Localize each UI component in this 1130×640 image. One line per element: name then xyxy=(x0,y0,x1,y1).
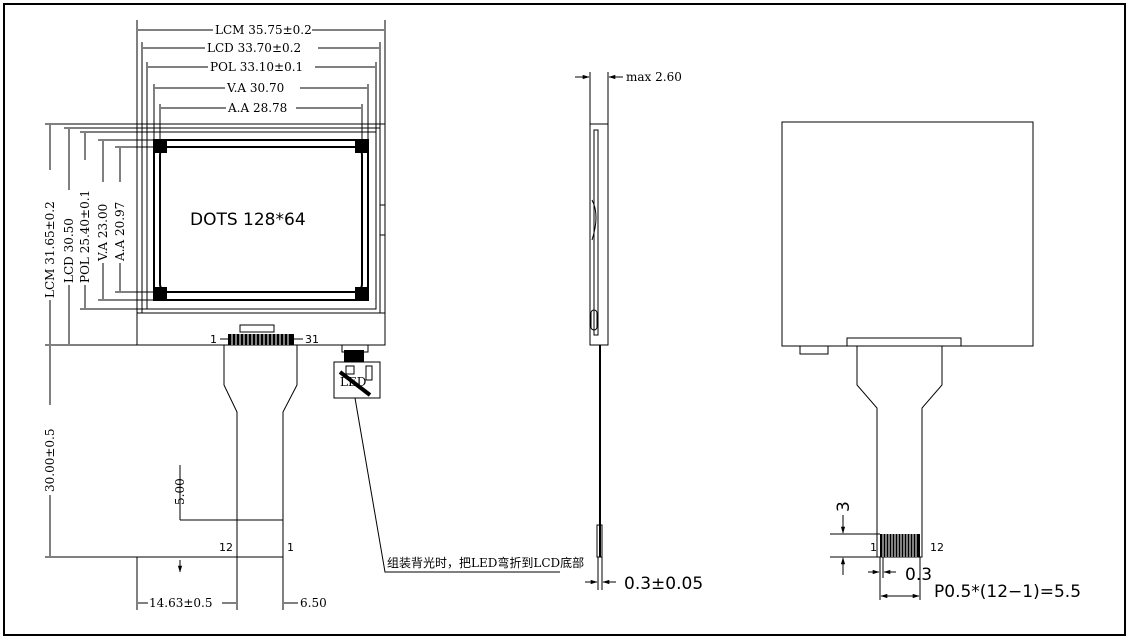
side-view: max 2.60 0.3±0.05 xyxy=(575,70,703,594)
dim-lcm-width: LCM 35.75±0.2 xyxy=(215,23,312,37)
pol-outline xyxy=(146,131,377,310)
dim-lcd-height: LCD 30.50 xyxy=(62,218,76,283)
corner-mark-tl xyxy=(155,141,167,153)
dim-fpc-width: 6.50 xyxy=(300,596,327,610)
dim-pol-width: POL 33.10±0.1 xyxy=(210,60,303,74)
corner-mark-br xyxy=(355,287,367,299)
pin-first-label: 1 xyxy=(210,333,217,346)
side-notch xyxy=(379,204,386,236)
corner-mark-bl xyxy=(155,287,167,299)
fpc-tail xyxy=(223,345,298,558)
back-view: 1 12 3 0.3 P0.5*(12−1)=5.5 xyxy=(781,121,1081,602)
back-pin-left-label: 1 xyxy=(870,541,877,554)
front-view: 1 31 12 1 LED 组装背光时，把LED弯折到LCD底部 LCM xyxy=(43,20,584,610)
dim-lcd-width: LCD 33.70±0.2 xyxy=(207,41,301,55)
side-body xyxy=(589,123,609,346)
dim-fpc-offset: 14.63±0.5 xyxy=(149,596,213,610)
led-board xyxy=(333,361,381,399)
dim-fpc-tab: 5.00 xyxy=(173,478,187,505)
led-note-leader xyxy=(354,397,560,573)
dim-pol-height: POL 25.40±0.1 xyxy=(78,190,92,283)
fpc-pin-right-label: 1 xyxy=(287,541,294,554)
pin-row-ticks xyxy=(231,334,289,345)
dim-fpc-length: 30.00±0.5 xyxy=(43,429,57,493)
dim-finger-length: 3 xyxy=(834,501,854,512)
active-area xyxy=(159,146,363,293)
dim-va-height: V.A 23.00 xyxy=(96,204,110,262)
dim-va-width: V.A 30.70 xyxy=(226,81,284,95)
corner-mark-tr xyxy=(355,141,367,153)
driver-ic xyxy=(239,324,275,333)
dim-finger-width: 0.3 xyxy=(905,565,932,585)
viewing-area xyxy=(153,139,369,301)
drawing-frame xyxy=(3,3,1126,636)
dim-pitch: P0.5*(12−1)=5.5 xyxy=(934,582,1081,602)
back-pin-right-label: 12 xyxy=(930,541,944,554)
led-label: LED xyxy=(340,375,366,389)
pin-last-label: 31 xyxy=(305,333,319,346)
led-pad xyxy=(344,350,364,362)
dots-label: DOTS 128*64 xyxy=(190,210,306,230)
fpc-pin-left-label: 12 xyxy=(219,541,233,554)
dim-aa-width: A.A 28.78 xyxy=(227,101,287,115)
led-note: 组装背光时，把LED弯折到LCD底部 xyxy=(387,555,584,570)
back-body xyxy=(781,121,1034,347)
dim-lcm-height: LCM 31.65±0.2 xyxy=(43,201,57,298)
dim-fpc-thickness: 0.3±0.05 xyxy=(624,574,703,594)
lcm-outline xyxy=(136,123,386,346)
dim-max-thickness: max 2.60 xyxy=(626,70,682,84)
pin-row xyxy=(228,334,294,345)
dim-aa-height: A.A 20.97 xyxy=(113,202,127,262)
back-fpc-tail xyxy=(856,346,943,558)
